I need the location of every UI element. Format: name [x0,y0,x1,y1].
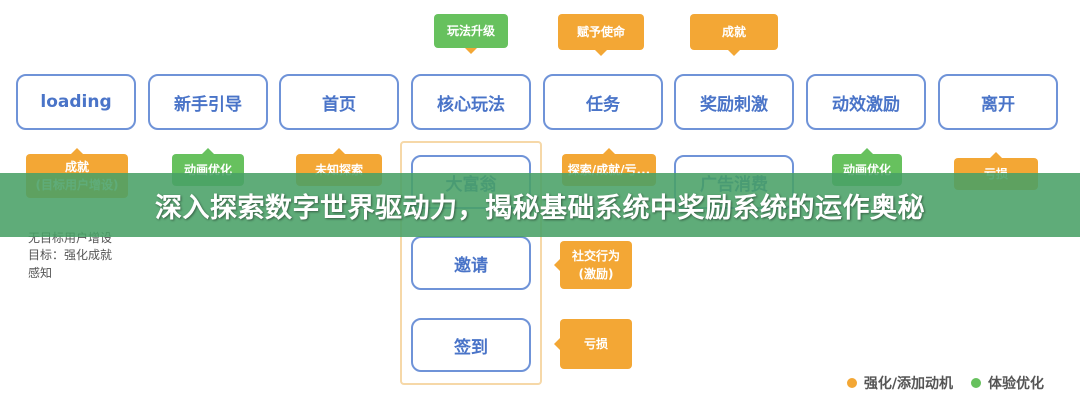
tag-social-behavior: 社交行为 (激励) [554,241,632,289]
tag-achievement: 成就 [690,14,778,56]
legend-label-motivation: 强化/添加动机 [863,376,953,392]
legend-item-experience: 体验优化 [971,373,1044,393]
node-newbie-guide: 新手引导 [148,74,268,130]
node-loading: loading [16,74,136,130]
legend-label-experience: 体验优化 [988,376,1044,392]
green-dot-icon [971,378,981,388]
legend: 强化/添加动机 体验优化 [837,374,1044,392]
node-reward-stimulus: 奖励刺激 [674,74,794,130]
loading-note: 无目标用户增设 目标：强化成就 感知 [28,231,113,280]
tag-give-mission: 赋予使命 [558,14,644,56]
node-task: 任务 [543,74,663,130]
legend-item-motivation: 强化/添加动机 [846,373,953,393]
node-invite: 邀请 [411,236,531,290]
banner-title: 深入探索数字世界驱动力，揭秘基础系统中奖励系统的运作奥秘 [155,192,925,224]
gameplay-column-frame [400,141,542,385]
orange-dot-icon [846,378,857,388]
node-effect-motivation: 动效激励 [806,74,926,130]
node-checkin: 签到 [411,318,531,372]
node-leave: 离开 [938,74,1058,130]
node-home: 首页 [279,74,399,130]
tag-gameplay-upgrade: 玩法升级 [434,14,508,54]
title-banner: 深入探索数字世界驱动力，揭秘基础系统中奖励系统的运作奥秘 [0,173,1080,237]
node-core-gameplay: 核心玩法 [411,74,531,130]
tag-checkin-loss: 亏损 [554,319,632,369]
